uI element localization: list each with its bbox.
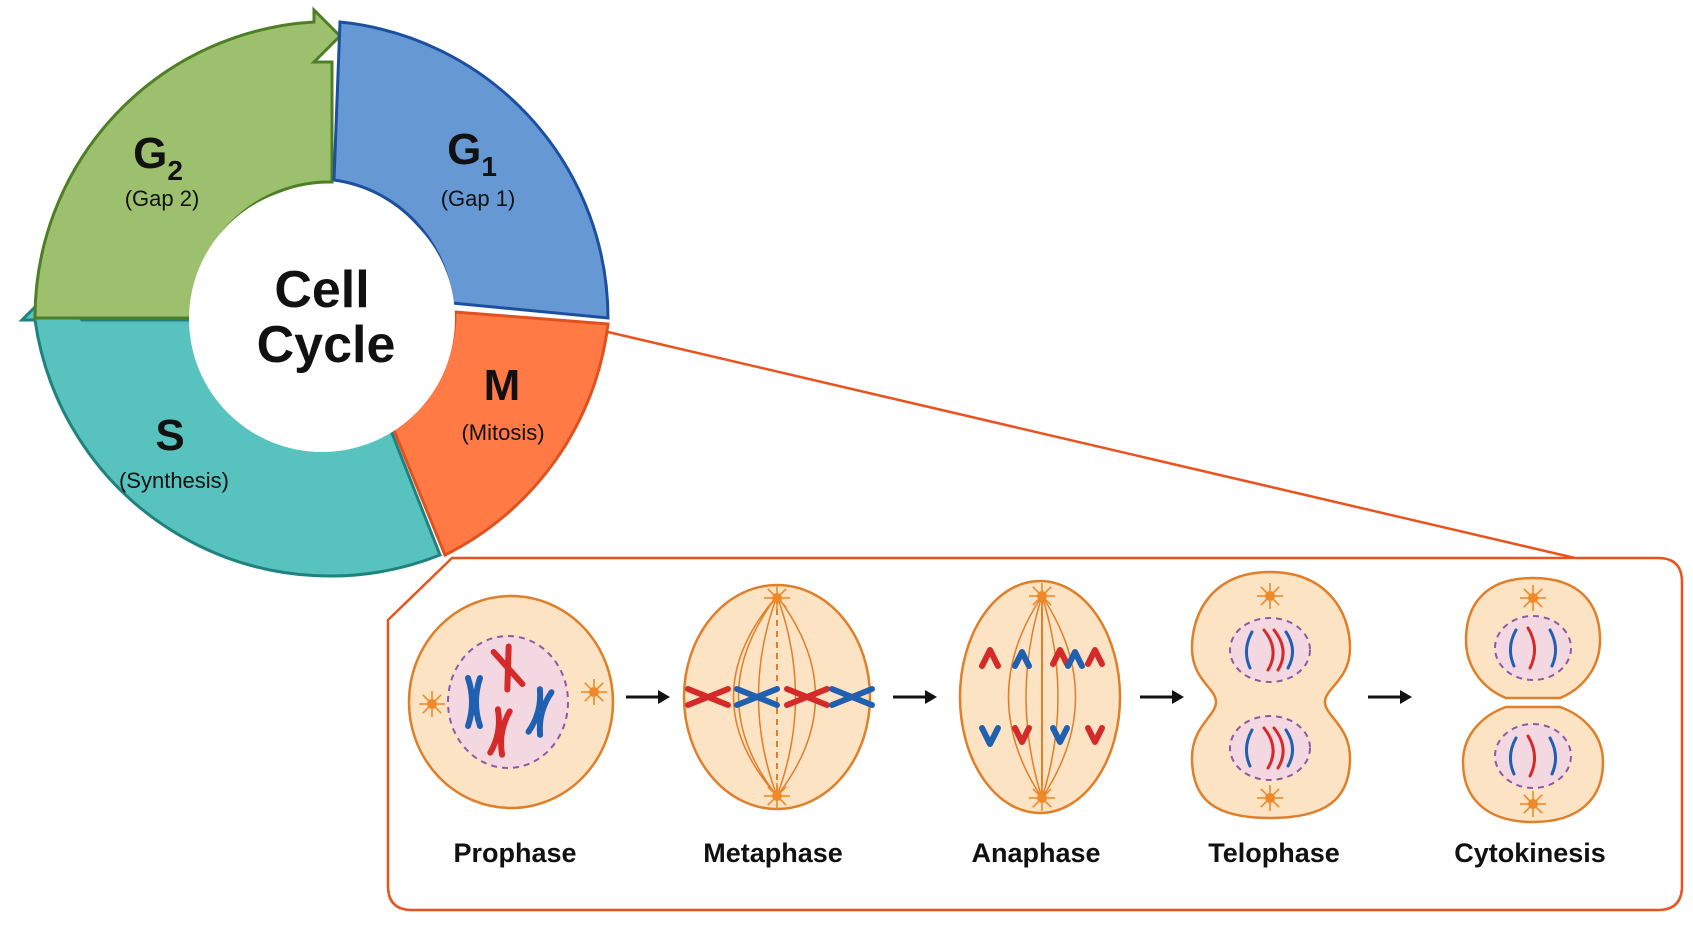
prophase-chromosome bbox=[487, 706, 513, 758]
arrow-right-icon bbox=[893, 690, 937, 704]
stage-arrows bbox=[626, 690, 1412, 704]
telophase-chromatin bbox=[1245, 630, 1294, 670]
phase-s-label: S bbox=[155, 411, 184, 460]
cytokinesis-centrosome-bottom bbox=[1520, 791, 1546, 817]
cytokinesis-centrosome-top bbox=[1520, 585, 1546, 611]
anaphase-centrosome-bottom bbox=[1029, 785, 1055, 811]
callout-connector-line bbox=[607, 330, 1576, 560]
anaphase-chromatid bbox=[1065, 649, 1085, 669]
cycle-center bbox=[189, 186, 455, 452]
phase-m-label: M bbox=[484, 361, 521, 410]
anaphase-chromatid bbox=[1050, 725, 1070, 745]
arrow-right-icon bbox=[1140, 690, 1184, 704]
prophase-centrosome-right bbox=[581, 679, 607, 705]
anaphase-chromatid bbox=[979, 725, 1001, 747]
metaphase-chromosome bbox=[734, 686, 780, 708]
metaphase-centrosome-bottom bbox=[764, 783, 790, 809]
cycle-title-line1: Cell bbox=[274, 261, 369, 319]
cytokinesis-chromatin bbox=[1509, 628, 1557, 668]
metaphase-chromosome bbox=[784, 686, 830, 708]
arrow-right-icon bbox=[1368, 690, 1412, 704]
telophase-chromatin bbox=[1262, 726, 1285, 770]
stage-label-metaphase: Metaphase bbox=[703, 838, 843, 868]
stage-label-anaphase: Anaphase bbox=[971, 838, 1100, 868]
cell-cycle-ring bbox=[18, 6, 610, 578]
prophase-chromosome bbox=[465, 675, 483, 729]
prophase-cell bbox=[407, 594, 615, 810]
arrow-right-icon bbox=[626, 690, 670, 704]
phase-g2-label: G2 bbox=[133, 129, 183, 186]
telophase-centrosome-bottom bbox=[1257, 785, 1283, 811]
metaphase-chromosome bbox=[685, 686, 731, 708]
telophase-centrosome-top bbox=[1257, 583, 1283, 609]
stage-label-prophase: Prophase bbox=[453, 838, 576, 868]
telophase-chromatin bbox=[1262, 628, 1285, 672]
prophase-chromosome bbox=[525, 686, 555, 738]
phase-g1-segment bbox=[332, 20, 610, 320]
anaphase-chromatid bbox=[1085, 647, 1105, 667]
telophase-chromatin bbox=[1245, 728, 1294, 768]
phase-g1-name: (Gap 1) bbox=[441, 186, 516, 211]
anaphase-chromatid bbox=[1012, 725, 1032, 745]
anaphase-chromatid bbox=[1050, 647, 1070, 667]
cytokinesis-chromatin bbox=[1509, 736, 1557, 776]
cycle-title-line2: Cycle bbox=[257, 316, 396, 374]
anaphase-chromatid bbox=[979, 647, 1001, 669]
anaphase-cell bbox=[958, 579, 1122, 815]
stage-label-telophase: Telophase bbox=[1208, 838, 1340, 868]
stage-label-cytokinesis: Cytokinesis bbox=[1454, 838, 1606, 868]
prophase-centrosome-left bbox=[419, 691, 445, 717]
phase-s-name: (Synthesis) bbox=[119, 468, 229, 493]
cytokinesis-chromatin bbox=[1526, 734, 1536, 778]
metaphase-centrosome-top bbox=[764, 585, 790, 611]
anaphase-centrosome-top bbox=[1029, 583, 1055, 609]
anaphase-chromatid bbox=[1012, 649, 1032, 669]
phase-g2-name: (Gap 2) bbox=[125, 186, 200, 211]
metaphase-chromosome bbox=[829, 686, 875, 708]
metaphase-cell bbox=[682, 583, 875, 811]
cytokinesis-cell bbox=[1461, 576, 1605, 824]
phase-m-name: (Mitosis) bbox=[461, 420, 544, 445]
prophase-chromosome bbox=[490, 643, 526, 693]
phase-g1-label: G1 bbox=[447, 125, 497, 182]
telophase-cell bbox=[1190, 570, 1352, 820]
mitosis-stages bbox=[407, 570, 1605, 824]
cytokinesis-chromatin bbox=[1526, 626, 1536, 670]
anaphase-chromatid bbox=[1085, 725, 1105, 745]
